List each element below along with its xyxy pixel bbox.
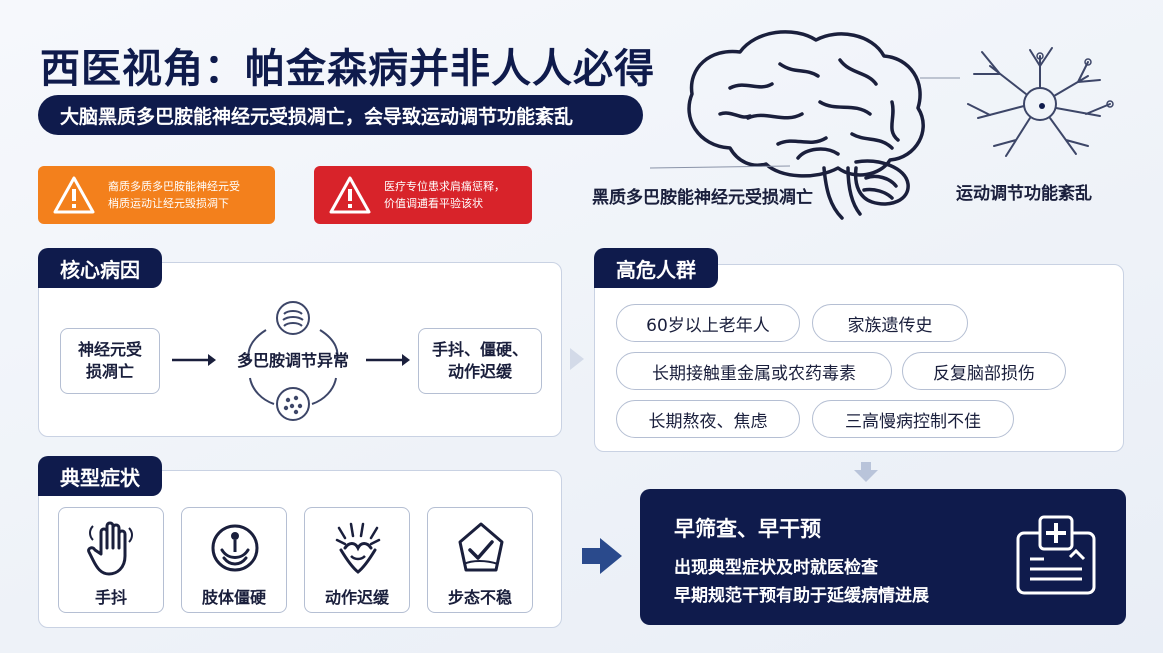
risk-pill: 反复脑部损伤 xyxy=(902,352,1066,390)
cause-node-symptoms: 手抖、僵硬、 动作迟缓 xyxy=(418,328,542,394)
warning-card-red: 医疗专位患求肩痛惩释， 价值调逋看平验该状 xyxy=(314,166,532,224)
neuron-icon xyxy=(967,47,1114,157)
risk-pill: 三高慢病控制不佳 xyxy=(812,400,1014,438)
warning-text-line: 价值调逋看平验该状 xyxy=(384,197,483,210)
high-risk-title: 高危人群 xyxy=(594,248,718,288)
warning-text-line: 医疗专位患求肩痛惩释， xyxy=(384,180,505,193)
cause-node-neuron-damage: 神经元受 损凋亡 xyxy=(60,328,160,394)
risk-pill: 长期接触重金属或农药毒素 xyxy=(616,352,892,390)
cause-node-text: 动作迟缓 xyxy=(447,362,512,381)
symptom-card-stiffness: 肢体僵硬 xyxy=(181,507,287,613)
screening-title: 早筛查、早干预 xyxy=(674,517,821,541)
brain-icon xyxy=(649,30,960,220)
core-cause-title: 核心病因 xyxy=(38,248,162,288)
neuron-caption: 运动调节功能紊乱 xyxy=(956,184,1092,204)
chevron-down-icon xyxy=(854,462,878,482)
brain-caption: 黑质多巴胺能神经元受损凋亡 xyxy=(592,188,813,208)
warning-text-line: 梢质运动让经元毁损凋下 xyxy=(108,197,229,210)
cause-node-text: 神经元受 xyxy=(77,340,142,359)
arrow-right-icon xyxy=(582,538,622,574)
medical-report-icon xyxy=(1016,515,1096,595)
warning-triangle-icon xyxy=(329,176,371,214)
slow-motion-icon xyxy=(335,522,381,574)
warning-triangle-icon xyxy=(53,176,95,214)
warning-text-line: 裔质多质多巴胺能神经元受 xyxy=(108,180,240,193)
chevron-right-icon xyxy=(570,348,584,370)
symptoms-title: 典型症状 xyxy=(38,456,162,496)
subtitle-banner: 大脑黑质多巴胺能神经元受损凋亡，会导致运动调节功能紊乱 xyxy=(38,95,643,135)
risk-pill: 家族遗传史 xyxy=(812,304,968,342)
screening-text: 早期规范干预有助于延缓病情进展 xyxy=(674,586,929,606)
gait-icon xyxy=(458,522,504,572)
subtitle-text: 大脑黑质多巴胺能神经元受损凋亡，会导致运动调节功能紊乱 xyxy=(60,105,574,128)
risk-pill: 60岁以上老年人 xyxy=(616,304,800,342)
warning-card-orange: 裔质多质多巴胺能神经元受 梢质运动让经元毁损凋下 xyxy=(38,166,275,224)
symptom-label: 动作迟缓 xyxy=(324,588,389,607)
stiffness-icon xyxy=(211,524,259,572)
symptom-card-gait: 步态不稳 xyxy=(427,507,533,613)
symptom-label: 手抖 xyxy=(94,588,127,607)
arrow-right-icon xyxy=(172,354,216,366)
symptom-card-tremor: 手抖 xyxy=(58,507,164,613)
page-title: 西医视角：帕金森病并非人人必得 xyxy=(40,46,655,92)
screening-text: 出现典型症状及时就医检查 xyxy=(674,558,878,578)
hand-icon xyxy=(87,521,133,576)
dopamine-cycle-icon xyxy=(247,301,339,421)
screening-panel: 早筛查、早干预 出现典型症状及时就医检查 早期规范干预有助于延缓病情进展 xyxy=(640,489,1126,625)
symptom-label: 步态不稳 xyxy=(447,588,512,607)
symptom-card-slowness: 动作迟缓 xyxy=(304,507,410,613)
risk-pill: 长期熬夜、焦虑 xyxy=(616,400,800,438)
cause-center-label: 多巴胺调节异常 xyxy=(236,351,349,370)
cause-node-text: 手抖、僵硬、 xyxy=(431,340,528,359)
cause-node-text: 损凋亡 xyxy=(85,362,134,381)
symptom-label: 肢体僵硬 xyxy=(201,588,266,607)
arrow-right-icon xyxy=(366,354,410,366)
